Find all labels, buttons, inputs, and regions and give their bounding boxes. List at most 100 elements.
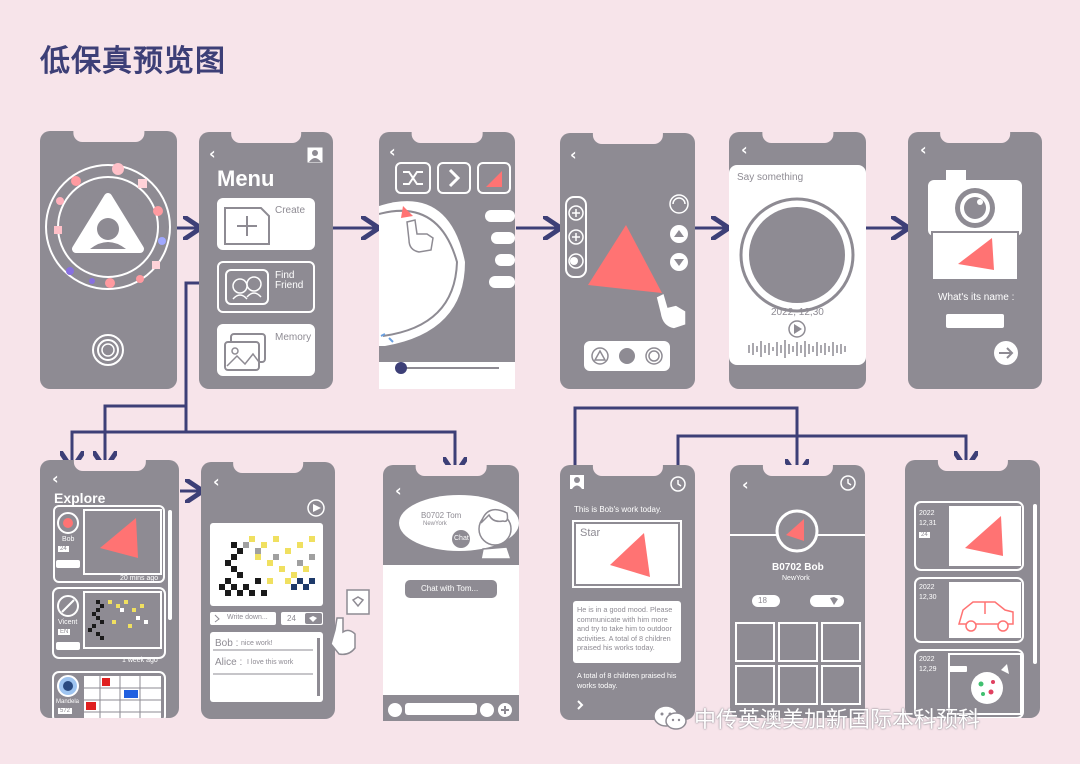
back-icon[interactable]: ‹ [742,475,749,494]
profile-graphics [730,475,865,705]
back-icon[interactable]: ‹ [570,145,577,164]
phone-menu: ‹ Menu Create Find Friend Memory [199,132,333,389]
shape-toolbar-icons[interactable] [584,341,670,371]
history-2-year: 2022 [919,584,935,591]
friends-icon [225,269,269,305]
camera-graphic [928,170,1022,365]
work-graphics [210,499,325,702]
hand-pointer-icon [330,589,370,656]
back-icon[interactable]: ‹ [389,142,396,161]
back-icon[interactable]: ‹ [920,140,927,159]
comment1-text: nice work! [241,640,273,647]
bob-work-intro: This is Bob's work today. [574,505,662,514]
phone-adjust: ‹ [560,133,695,389]
notch [72,131,145,142]
profile-username: B0702 Bob [772,562,824,573]
notch [411,132,483,143]
shape-button[interactable] [477,162,511,194]
gallery-icon [224,333,266,371]
phone-bob-work: This is Bob's work today. Star He is in … [560,465,695,720]
create-label: Create [275,205,306,216]
phone-home [40,131,177,389]
find-friend-label: Find Friend [275,270,304,291]
menu-title: Menu [217,166,275,191]
chevron-right-icon [448,168,461,188]
post1-time: 20 mins ago [120,575,159,582]
phone-work-detail: ‹ [201,462,335,719]
phone-history: 2022 12,31 24 2022 12,30 2022 12,29 [905,460,1040,718]
history-graphics [914,501,1037,718]
bob-work-desc: He is in a good mood. Please communicate… [577,605,673,652]
back-icon[interactable]: ‹ [52,469,59,488]
like-count: 24 [287,614,296,623]
comment2-text: I love this work [247,659,294,666]
comment1-user: Bob : [215,638,239,649]
chat-username: B0702 Tom [421,511,462,520]
chat-button[interactable]: Chat [454,535,469,542]
notch [231,132,301,143]
back-icon[interactable]: ‹ [209,144,216,163]
post1-author: Bob [62,536,75,543]
post-card-1[interactable] [53,505,165,583]
phone-explore: ‹ Explore [40,460,179,718]
page-title: 低保真预览图 [40,44,226,79]
wechat-icon [653,705,687,730]
write-input[interactable]: Write down... [227,614,268,621]
history-1-count: 24 [919,532,930,538]
name-question: What's its name : [938,292,1015,303]
notch [761,132,834,143]
watermark-text: 中传英澳美加新国际本科预科 [694,708,981,733]
profile-count: 18 [758,596,767,605]
say-something-label: Say something [737,172,804,183]
post2-time: 1 week ago [122,657,158,664]
record-graphic [739,197,855,358]
post3-author: Mandela [56,699,80,705]
find-friend-button[interactable]: Find Friend [217,261,315,313]
bob-work-graphics [570,475,686,710]
record-card: Say something 2022, 12,30 [729,165,866,365]
post1-count: 24 [58,546,69,552]
profile-location: NewYork [782,575,810,582]
comment2-user: Alice : [215,657,243,668]
profile-icon[interactable] [307,147,323,163]
phone-draw: ‹ [379,132,515,389]
shuffle-icon [403,171,423,185]
triangle-shape-icon [486,171,502,187]
phone-profile: ‹ B0702 Bob NewYork 18 [730,465,865,718]
notch [940,132,1010,143]
notch [762,465,833,476]
back-icon[interactable]: ‹ [741,140,748,159]
plus-icon [224,207,270,245]
chat-location: NewYork [423,521,447,527]
back-icon[interactable]: ‹ [213,472,220,491]
record-date: 2022, 12,30 [771,307,824,318]
history-2-day: 12,30 [919,594,937,601]
draw-canvas[interactable] [379,132,515,389]
bob-work-name: Star [580,527,601,539]
shuffle-button[interactable] [395,162,431,194]
notch [592,465,663,476]
memory-label: Memory [275,332,312,343]
phone-chat: ‹ B0702 Tom NewYork Chat Chat with Tom..… [383,465,519,721]
post3-count: 572 [58,708,73,714]
history-1-day: 12,31 [919,520,937,527]
chat-with-button[interactable] [405,580,497,598]
phone-record: ‹ Say something 2022 [729,132,866,389]
watermark: 中传英澳美加新国际本科预科 [652,702,980,734]
post2-author: Vicent [58,619,78,626]
home-graphic [45,163,171,366]
notch [592,133,663,144]
chat-with-label: Chat with Tom... [421,584,479,593]
notch [937,460,1008,471]
shape-toolbar [584,341,670,371]
next-button[interactable] [437,162,471,194]
back-icon[interactable]: ‹ [395,481,402,500]
history-1-year: 2022 [919,510,935,517]
notch [73,460,146,471]
post2-count: EN [58,629,71,635]
explore-graphics [52,509,172,718]
memory-button[interactable]: Memory [217,324,315,376]
notch [233,462,303,473]
bob-work-footer: A total of 8 children praised his works … [577,671,677,690]
create-button[interactable]: Create [217,198,315,250]
